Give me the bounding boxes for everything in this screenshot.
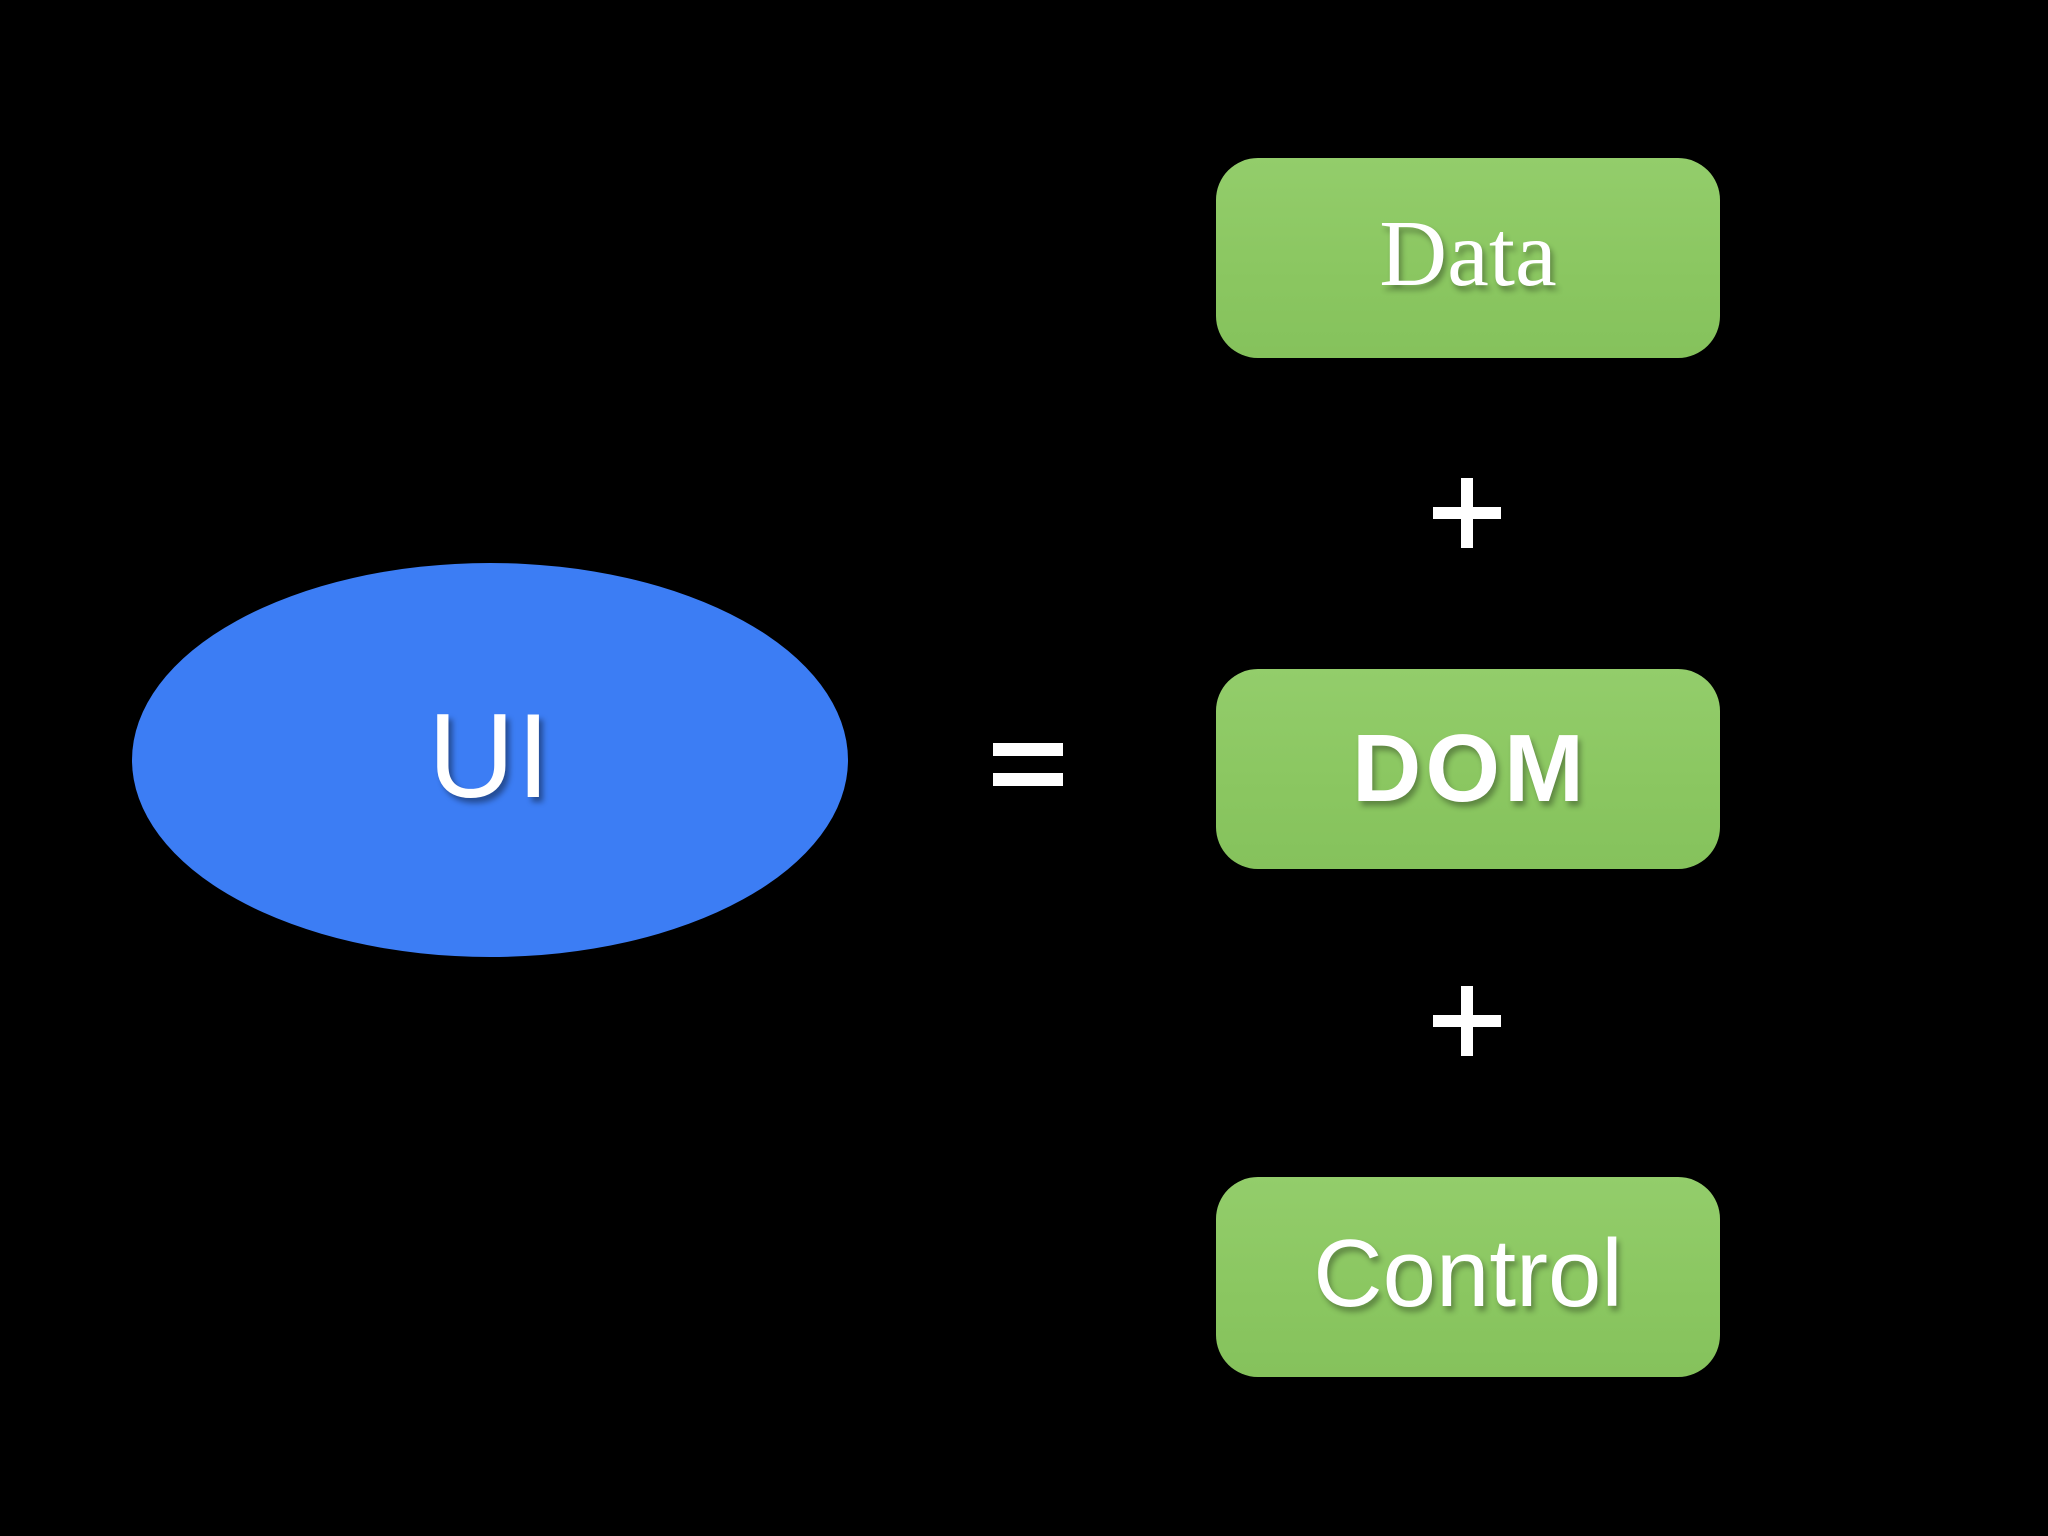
equals-bar-top (993, 743, 1063, 756)
plus-sign-icon-1 (1433, 478, 1501, 548)
plus-horizontal-bar (1433, 1015, 1501, 1027)
plus-horizontal-bar (1433, 507, 1501, 519)
plus-sign-icon-2 (1433, 986, 1501, 1056)
dom-box: DOM (1216, 669, 1720, 869)
dom-box-label: DOM (1352, 715, 1588, 822)
equals-sign-icon (993, 743, 1063, 786)
control-box-label: Control (1313, 1220, 1623, 1327)
equals-bar-bottom (993, 773, 1063, 786)
control-box: Control (1216, 1177, 1720, 1377)
ui-ellipse-shape: UI (132, 563, 848, 957)
data-box: Data (1216, 158, 1720, 358)
data-box-label: Data (1379, 202, 1557, 306)
ui-label: UI (428, 689, 552, 823)
